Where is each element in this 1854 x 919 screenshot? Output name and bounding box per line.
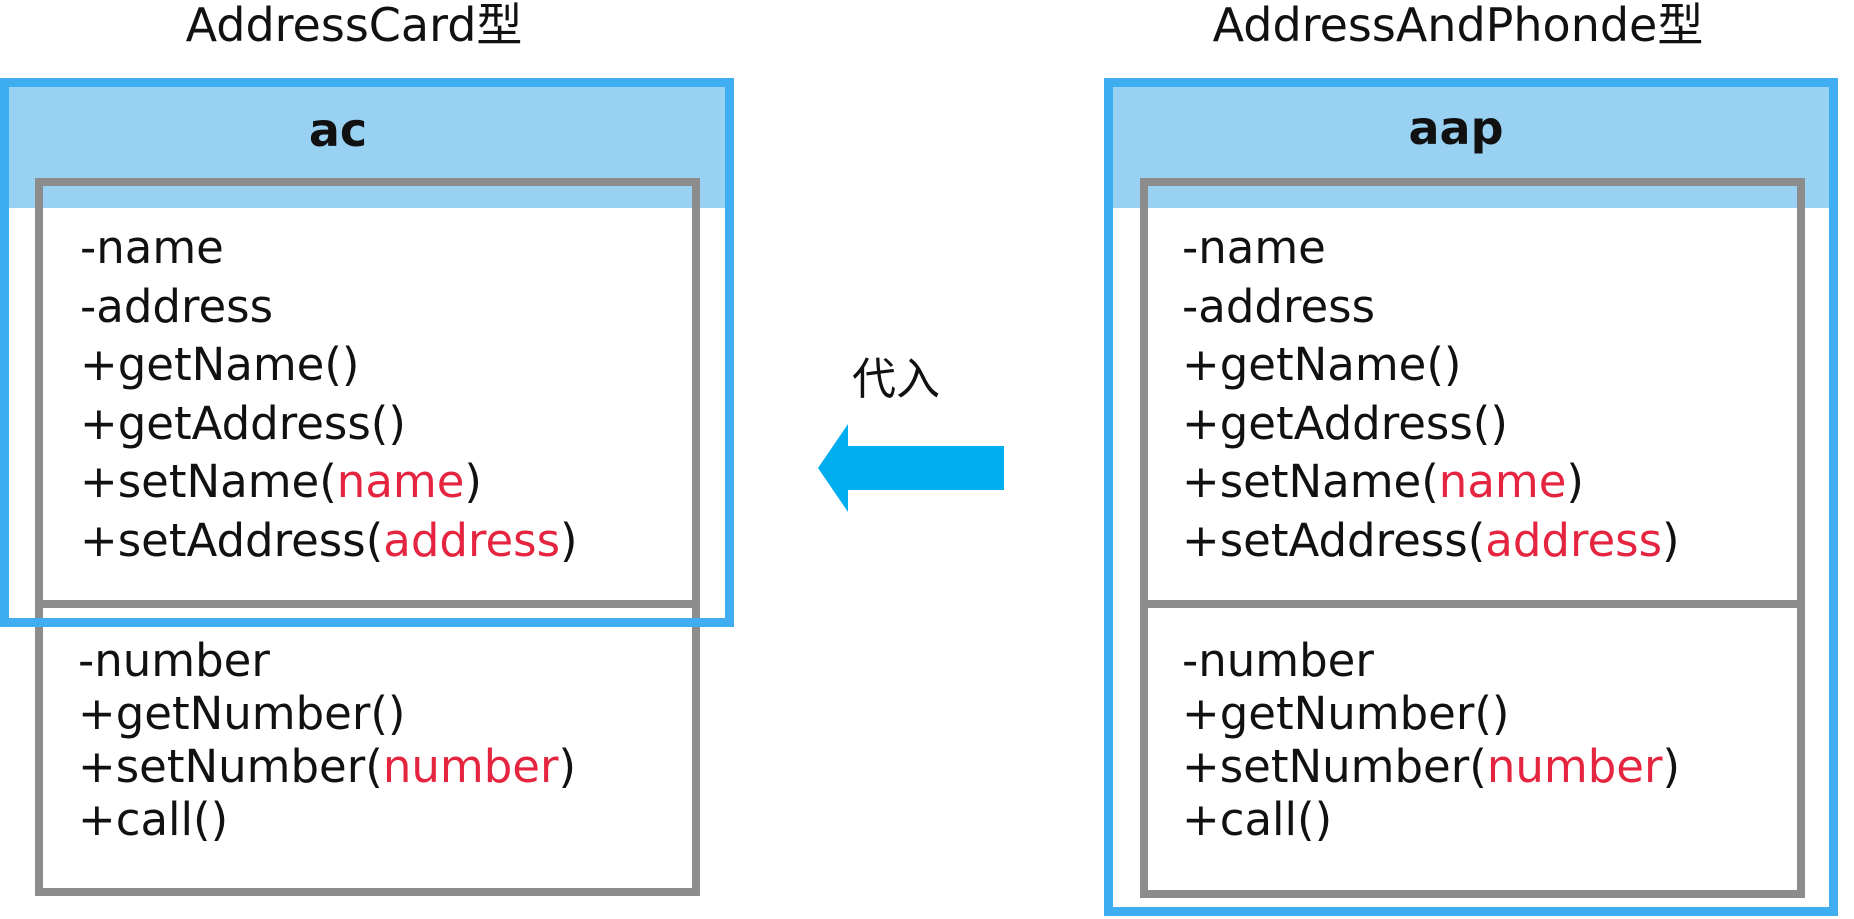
member-closing-paren: ) xyxy=(1566,455,1584,508)
member-signature: +getNumber() xyxy=(78,687,406,740)
left-class-divider xyxy=(35,600,700,608)
member-item: +getNumber() xyxy=(1182,687,1680,740)
member-item: -number xyxy=(78,634,576,687)
member-signature: +setAddress( xyxy=(1182,513,1486,567)
member-signature: +setNumber( xyxy=(1182,740,1487,793)
right-member-list: -name-address+getName()+getAddress()+set… xyxy=(1182,219,1680,570)
member-parameter: address xyxy=(383,513,561,567)
left-member-list: -name-address+getName()+getAddress()+set… xyxy=(80,219,578,570)
left-reference-frame xyxy=(0,78,734,627)
left-object-name-background xyxy=(0,78,733,208)
member-item: -name xyxy=(1182,219,1680,278)
member-item: +getAddress() xyxy=(80,395,578,454)
member-signature: -name xyxy=(1182,221,1326,274)
member-item: -name xyxy=(80,219,578,278)
member-item: -address xyxy=(1182,278,1680,337)
member-item: +call() xyxy=(78,793,576,846)
right-class-box xyxy=(1140,178,1805,898)
member-parameter: number xyxy=(382,740,559,793)
member-closing-paren: ) xyxy=(1662,740,1681,793)
member-signature: +setAddress( xyxy=(80,513,384,567)
member-item: +getName() xyxy=(1182,336,1680,395)
member-item: -number xyxy=(1182,634,1680,687)
left-type-label: AddressCard型 xyxy=(185,0,523,52)
left-class-box xyxy=(35,178,700,896)
member-closing-paren: ) xyxy=(464,455,482,508)
member-signature: +call() xyxy=(1182,793,1333,846)
member-signature: +setNumber( xyxy=(78,740,383,793)
member-item: +setAddress(address) xyxy=(80,512,578,571)
member-item: -address xyxy=(80,278,578,337)
member-item: +setAddress(address) xyxy=(1182,512,1680,571)
member-signature: -address xyxy=(80,279,274,333)
right-object-name: aap xyxy=(1408,101,1504,155)
member-parameter: number xyxy=(1486,740,1663,793)
assignment-arrow xyxy=(818,424,1004,512)
member-closing-paren: ) xyxy=(558,740,577,793)
assignment-label: 代入 xyxy=(852,354,940,405)
member-signature: +setName( xyxy=(1182,455,1439,508)
member-item: +setNumber(number) xyxy=(1182,740,1680,793)
left-extra-member-list: -number+getNumber()+setNumber(number)+ca… xyxy=(78,634,576,846)
member-signature: +getNumber() xyxy=(1182,687,1510,740)
member-item: +getName() xyxy=(80,336,578,395)
right-type-label: AddressAndPhonde型 xyxy=(1212,0,1704,52)
right-class-divider xyxy=(1140,600,1805,608)
member-signature: +getName() xyxy=(80,338,360,391)
member-parameter: address xyxy=(1485,513,1663,567)
member-closing-paren: ) xyxy=(560,513,578,567)
member-signature: +setName( xyxy=(80,455,337,508)
member-item: +setNumber(number) xyxy=(78,740,576,793)
member-item: +setName(name) xyxy=(80,453,578,512)
member-signature: -number xyxy=(1182,634,1374,687)
member-item: +getAddress() xyxy=(1182,395,1680,454)
member-item: +setName(name) xyxy=(1182,453,1680,512)
member-signature: +getName() xyxy=(1182,338,1462,391)
member-signature: -number xyxy=(78,634,270,687)
right-object-name-background xyxy=(1106,78,1838,208)
right-reference-frame xyxy=(1104,78,1838,916)
right-extra-member-list: -number+getNumber()+setNumber(number)+ca… xyxy=(1182,634,1680,846)
member-signature: +getAddress() xyxy=(80,396,406,450)
member-signature: -address xyxy=(1182,279,1376,333)
member-parameter: name xyxy=(1438,455,1567,508)
assignment-arrow-shape xyxy=(818,424,1004,512)
member-closing-paren: ) xyxy=(1662,513,1680,567)
member-signature: -name xyxy=(80,221,224,274)
member-signature: +getAddress() xyxy=(1182,396,1508,450)
left-object-name: ac xyxy=(308,103,368,157)
member-item: +getNumber() xyxy=(78,687,576,740)
member-item: +call() xyxy=(1182,793,1680,846)
member-parameter: name xyxy=(336,455,465,508)
member-signature: +call() xyxy=(78,793,229,846)
